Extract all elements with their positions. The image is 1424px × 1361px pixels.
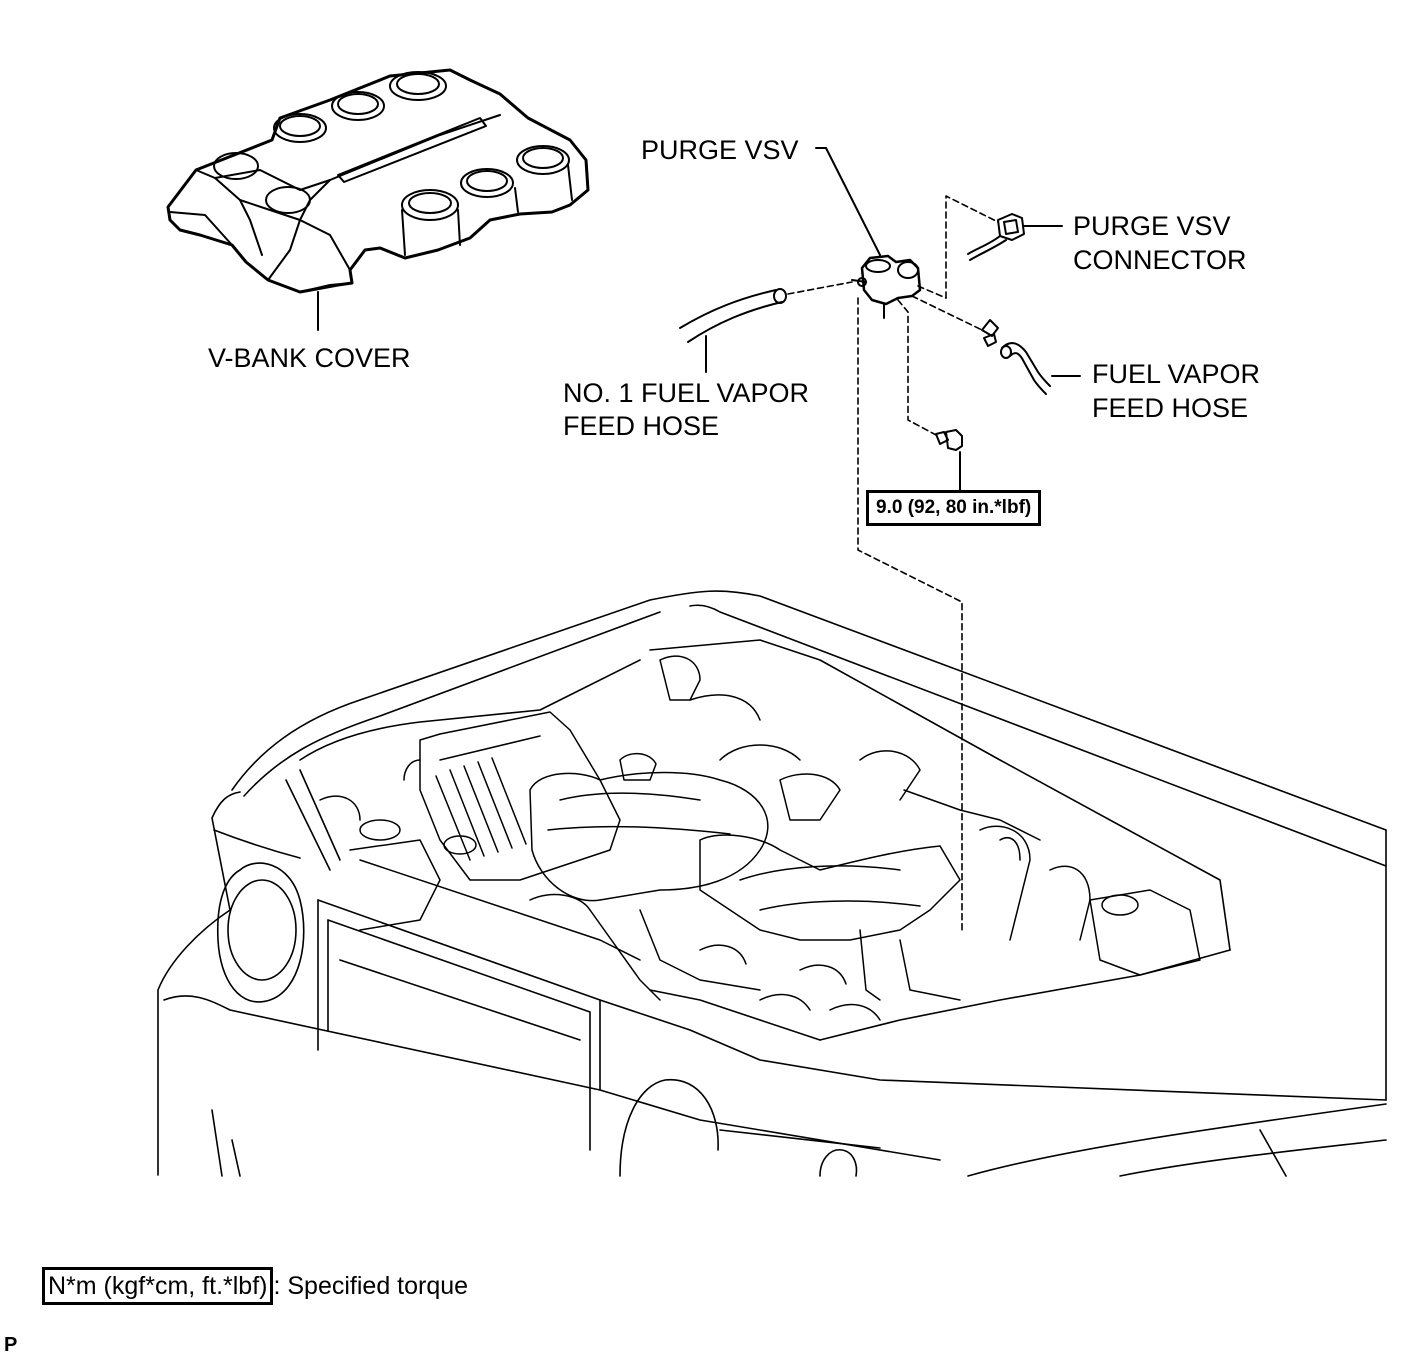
v-bank-cover-label: V-BANK COVER bbox=[208, 343, 411, 373]
legend-units-box: N*m (kgf*cm, ft.*lbf) bbox=[42, 1267, 274, 1305]
fuel-vapor-feed-hose-part bbox=[981, 319, 1081, 395]
v-bank-cover-part bbox=[166, 68, 590, 331]
bolt-part bbox=[935, 429, 963, 491]
fuel-vapor-feed-hose-label-line1: FUEL VAPOR bbox=[1092, 359, 1261, 389]
purge-vsv-label: PURGE VSV bbox=[641, 135, 799, 165]
purge-vsv-part bbox=[815, 147, 922, 319]
purge-vsv-connector-label-line1: PURGE VSV bbox=[1073, 211, 1231, 241]
legend-description: : Specified torque bbox=[273, 1272, 469, 1300]
purge-vsv-connector-label-line2: CONNECTOR bbox=[1073, 245, 1247, 275]
figure-code: P bbox=[4, 1334, 18, 1356]
fuel-vapor-feed-hose-label-line2: FEED HOSE bbox=[1092, 393, 1249, 423]
torque-spec-box: 9.0 (92, 80 in.*lbf) bbox=[866, 490, 1042, 526]
torque-legend: N*m (kgf*cm, ft.*lbf): Specified torque bbox=[42, 1267, 468, 1305]
no1-fuel-vapor-feed-hose-part bbox=[679, 288, 787, 373]
vehicle-body bbox=[157, 590, 1387, 1177]
guide-lines bbox=[787, 195, 999, 931]
no1-fuel-vapor-feed-hose-label-line2: FEED HOSE bbox=[563, 411, 720, 441]
purge-vsv-connector-part bbox=[967, 213, 1063, 261]
engine-assembly bbox=[319, 655, 1201, 1021]
no1-fuel-vapor-feed-hose-label-line1: NO. 1 FUEL VAPOR bbox=[563, 378, 810, 408]
